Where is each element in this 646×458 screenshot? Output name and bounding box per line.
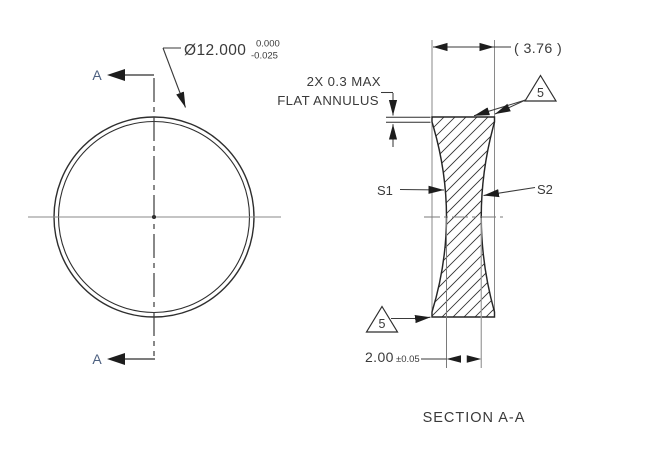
flat-annulus-dimension	[381, 91, 431, 147]
section-arrowhead-bottom-icon	[107, 353, 125, 365]
diameter-leader	[162, 47, 187, 108]
flag-triangle-top-icon	[523, 74, 558, 102]
width-dimension	[433, 42, 511, 52]
flag-note-bottom-number: 5	[379, 317, 386, 331]
thickness-dimension-text: 2.00	[365, 349, 394, 365]
diameter-tolerance-lower: -0.025	[251, 51, 278, 62]
thickness-dim-arrow-left-icon	[446, 355, 461, 363]
width-dimension-text: ( 3.76 )	[514, 41, 562, 57]
thickness-dim-arrow-right-icon	[466, 355, 482, 363]
section-arrow-top	[107, 69, 154, 81]
flag-bottom-leader	[391, 315, 431, 324]
surface-label-s1: S1	[377, 183, 393, 198]
section-caption: SECTION A-A	[423, 410, 526, 426]
lens-section-outline	[431, 116, 496, 318]
section-letter-top: A	[92, 67, 102, 83]
flag-top-leader-2	[494, 99, 526, 115]
flag-note-top-number: 5	[537, 86, 544, 100]
thickness-dimension	[421, 355, 482, 363]
diameter-tolerance-upper: 0.000	[256, 39, 280, 50]
flag-note-top	[473, 74, 558, 117]
annulus-note-line2: FLAT ANNULUS	[277, 93, 379, 108]
s1-leader	[399, 185, 445, 194]
flag-top-leader-1	[473, 99, 526, 117]
section-letter-bottom: A	[92, 351, 102, 367]
surface-label-s2: S2	[537, 182, 553, 197]
section-view	[365, 40, 558, 368]
front-view	[28, 47, 281, 365]
section-arrow-bottom	[107, 353, 155, 365]
flag-note-bottom	[365, 305, 431, 333]
width-dim-arrow-right-icon	[479, 42, 494, 52]
s2-leader	[483, 186, 536, 198]
flag-triangle-bottom-icon	[365, 305, 399, 333]
annulus-note-line1: 2X 0.3 MAX	[307, 74, 381, 89]
diameter-dimension-text: Ø12.000	[184, 42, 246, 59]
section-hatch-pattern	[432, 117, 495, 317]
section-arrowhead-top-icon	[107, 69, 125, 81]
thickness-tolerance-text: ±0.05	[396, 354, 420, 365]
width-dim-arrow-left-icon	[433, 42, 448, 52]
